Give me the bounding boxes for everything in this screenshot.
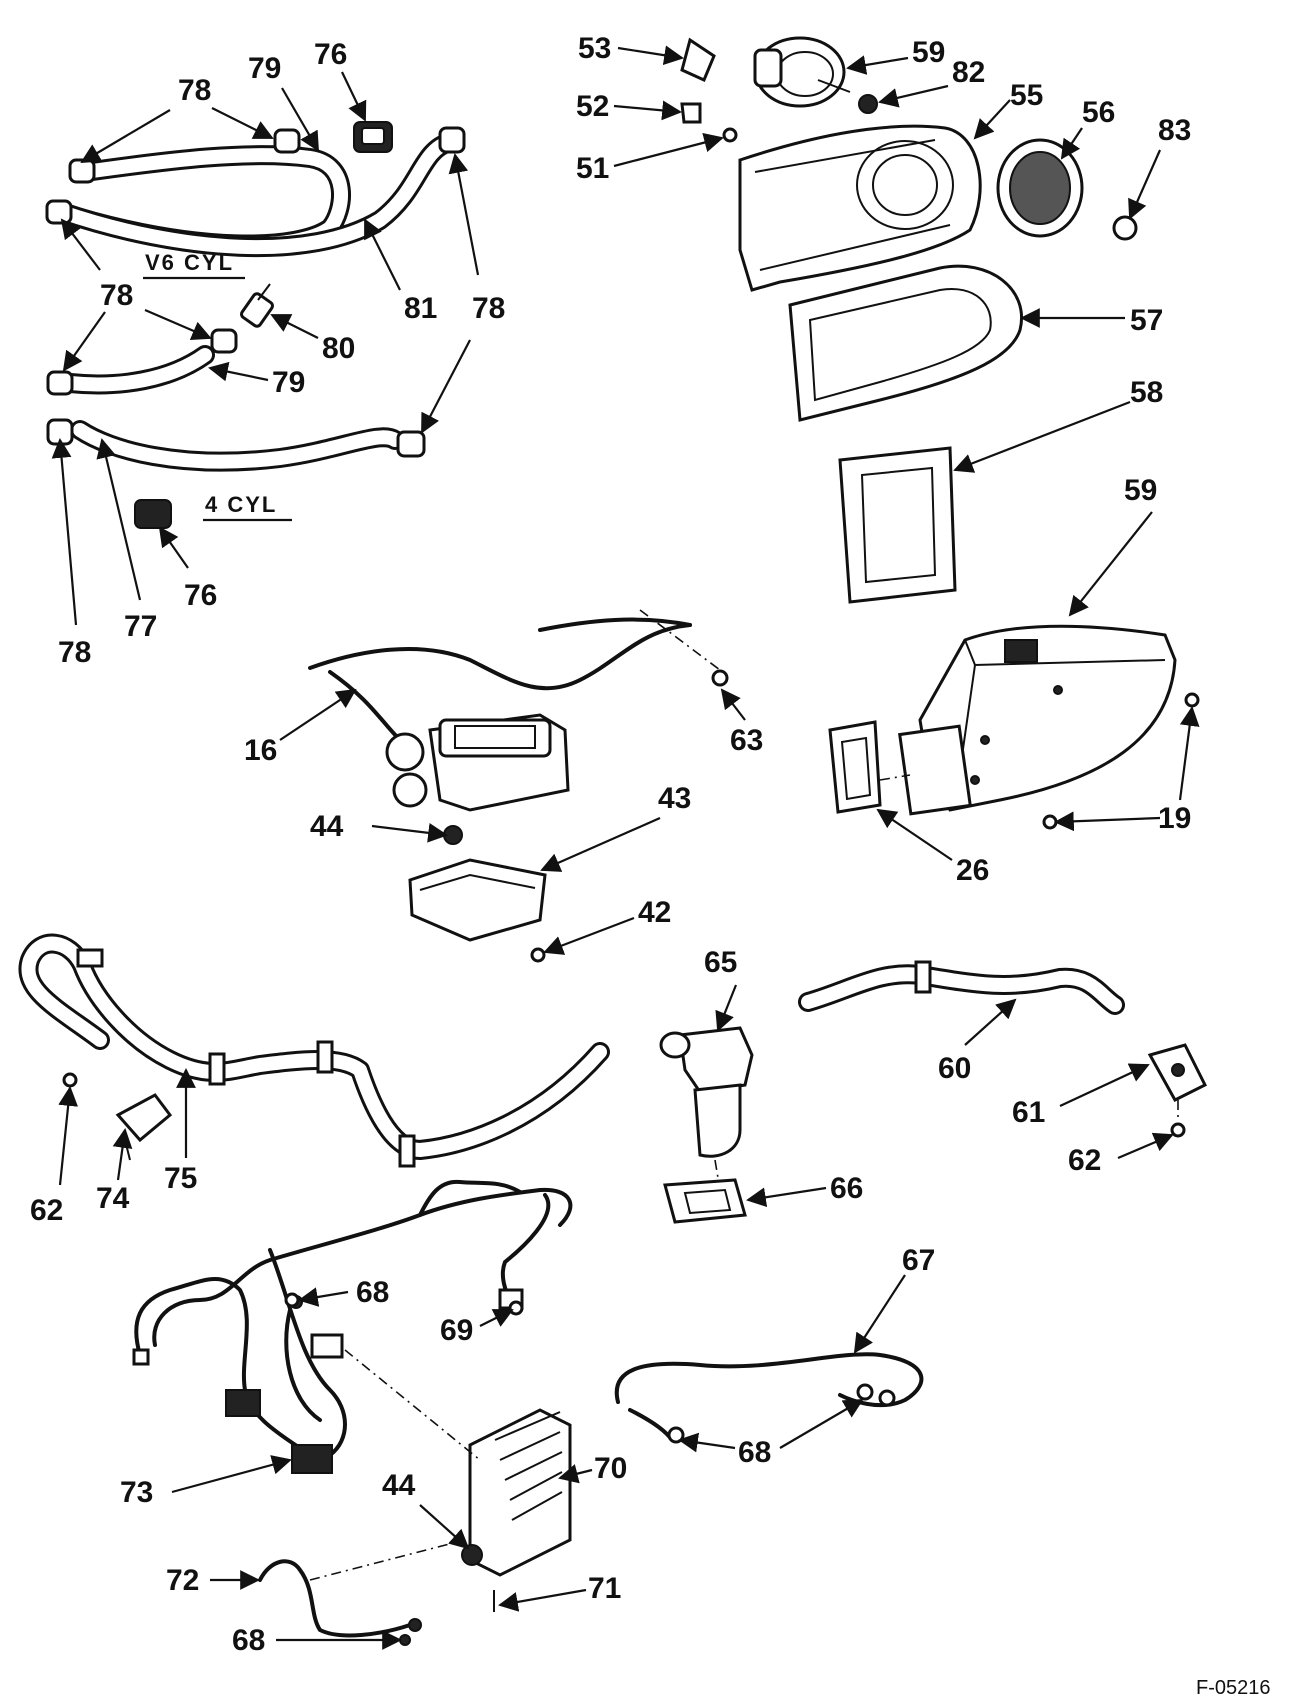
switch-43 [408, 858, 547, 942]
callout-56: 56 [1082, 96, 1115, 129]
group-label-4cyl: 4 CYL [205, 492, 277, 517]
heater-hose-75 [18, 933, 610, 1168]
hose-connector-76-4cyl [134, 499, 172, 529]
callout-62: 62 [1068, 1144, 1101, 1177]
callout-16: 16 [244, 734, 277, 767]
callout-72: 72 [166, 1564, 199, 1597]
callout-58: 58 [1130, 376, 1163, 409]
callout-78: 78 [178, 74, 211, 107]
callout-66: 66 [830, 1172, 863, 1205]
bracket-74 [115, 1093, 173, 1161]
screw-42 [530, 947, 546, 963]
callout-76: 76 [184, 579, 217, 612]
callout-77: 77 [124, 610, 157, 643]
callout-61: 61 [1012, 1096, 1045, 1129]
seal-58 [838, 446, 957, 604]
callout-68: 68 [738, 1436, 771, 1469]
nut-83 [1112, 215, 1138, 241]
nut-44-relay [461, 1544, 483, 1566]
callout-68: 68 [356, 1276, 389, 1309]
callout-82: 82 [952, 56, 985, 89]
leaders-bottom [171, 1274, 906, 1650]
grommet-52 [680, 102, 702, 124]
water-valve-65 [659, 1026, 754, 1158]
heater-case-59 [898, 624, 1177, 816]
heater-hose-60 [798, 960, 1125, 1015]
control-cable-16 [308, 617, 692, 742]
gasket-57 [788, 264, 1023, 422]
hose-connector-76 [353, 121, 393, 153]
callout-73: 73 [120, 1476, 153, 1509]
callout-68: 68 [232, 1624, 265, 1657]
callout-52: 52 [576, 90, 609, 123]
wire-72 [258, 1559, 422, 1646]
callout-78: 78 [58, 636, 91, 669]
callout-19: 19 [1158, 802, 1191, 835]
callout-42: 42 [638, 896, 671, 929]
callout-44: 44 [382, 1469, 416, 1502]
leaders-top-left [51, 71, 480, 626]
callout-26: 26 [956, 854, 989, 887]
callout-75: 75 [164, 1162, 197, 1195]
screw-68 [284, 1292, 300, 1308]
callout-57: 57 [1130, 304, 1163, 337]
gasket-66 [663, 1178, 747, 1224]
connector-69 [508, 1300, 524, 1316]
wire-67 [614, 1352, 924, 1444]
nut-82 [858, 94, 878, 114]
screw-62 [62, 1072, 78, 1088]
leaders-top-right [613, 45, 1162, 617]
seal-26 [828, 720, 882, 814]
bracket-61 [1147, 1043, 1208, 1102]
callout-43: 43 [658, 782, 691, 815]
screw-51 [722, 127, 738, 143]
callout-78: 78 [472, 292, 505, 325]
callout-67: 67 [902, 1244, 935, 1277]
callout-70: 70 [594, 1452, 627, 1485]
callout-63: 63 [730, 724, 763, 757]
blower-housing-55 [738, 124, 982, 292]
leaders-middle [58, 984, 1174, 1208]
callout-79: 79 [248, 52, 281, 85]
blower-motor-59 [753, 36, 851, 108]
callout-83: 83 [1158, 114, 1191, 147]
callout-59: 59 [912, 36, 945, 69]
callout-60: 60 [938, 1052, 971, 1085]
nut-44 [443, 825, 463, 845]
screw-63 [711, 669, 729, 687]
v6-hose-group [45, 121, 466, 258]
cap-53 [680, 37, 716, 83]
callout-59: 59 [1124, 474, 1157, 507]
callout-69: 69 [440, 1314, 473, 1347]
relay-module-70 [468, 1408, 572, 1577]
vacuum-valve-80 [240, 283, 274, 328]
callout-81: 81 [404, 292, 437, 325]
callout-44: 44 [310, 810, 344, 843]
callout-53: 53 [578, 32, 611, 65]
hose-clamp-78 [45, 126, 466, 225]
control-assembly-16 [385, 713, 570, 812]
blower-wheel-56 [996, 138, 1084, 238]
callout-76: 76 [314, 38, 347, 71]
callout-74: 74 [96, 1182, 130, 1215]
screw-19 [1184, 692, 1200, 708]
callout-55: 55 [1010, 79, 1043, 112]
callout-71: 71 [588, 1572, 621, 1605]
hose-clamp-78-4cyl [46, 370, 74, 396]
callout-62: 62 [30, 1194, 63, 1227]
screw-62b [1170, 1122, 1186, 1138]
callout-78: 78 [100, 279, 133, 312]
leaders-center [279, 688, 746, 955]
group-label-v6: V6 CYL [145, 250, 234, 275]
callout-65: 65 [704, 946, 737, 979]
callout-79: 79 [272, 366, 305, 399]
callout-80: 80 [322, 332, 355, 365]
figure-id: F-05216 [1196, 1677, 1271, 1699]
callout-51: 51 [576, 152, 609, 185]
